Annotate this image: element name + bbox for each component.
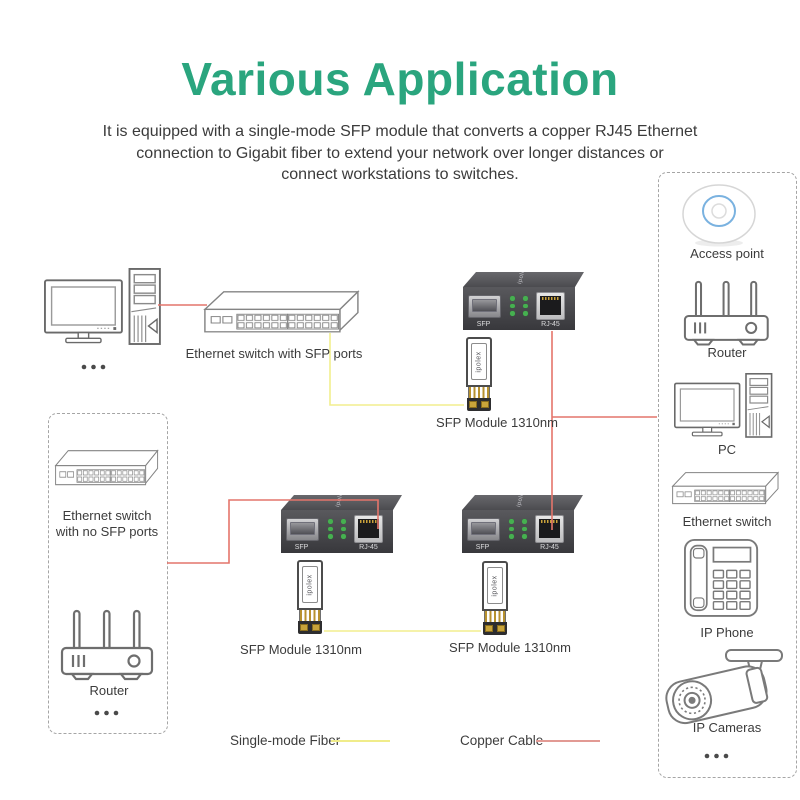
sidebar-label-ip-cameras: IP Cameras [692, 720, 762, 735]
converter-top-face: ipolex [281, 495, 402, 510]
rj45-port-label: RJ-45 [359, 544, 378, 551]
sfp-module-body: ipolex [297, 560, 323, 610]
rj45-port-label: RJ-45 [540, 544, 559, 551]
media-converter-bottom-left: ipolex SFP RJ-45 [281, 495, 403, 555]
left-switch-label-line-2: with no SFP ports [55, 524, 159, 539]
legend-fiber-label: Single-mode Fiber [230, 733, 341, 748]
sfp-module-pins [299, 610, 321, 621]
sfp-module-connector [467, 398, 491, 411]
sfp-port [467, 518, 500, 541]
brand-text: ipolex [475, 351, 483, 373]
led-indicators-icon [510, 296, 529, 316]
sidebar-label-ethernet-switch: Ethernet switch [682, 514, 772, 529]
rj45-port-label: RJ-45 [541, 321, 560, 328]
description-line-3: connect workstations to switches. [281, 166, 519, 183]
sfp-module-top-label: SFP Module 1310nm [436, 415, 558, 430]
left-switch-label: Ethernet switch with no SFP ports [56, 508, 158, 540]
left-switch-label-line-1: Ethernet switch [62, 508, 152, 523]
media-converter-bottom-right: ipolex SFP RJ-45 [462, 495, 584, 555]
right-device-group-box [658, 172, 797, 778]
ellipsis-dots-icon [81, 364, 106, 370]
sidebar-label-ip-phone: IP Phone [700, 625, 754, 640]
sfp-module-pins [468, 387, 490, 398]
converter-front-face: SFP RJ-45 [463, 287, 575, 330]
sfp-module-bottom-left: ipolex [297, 560, 323, 634]
brand-text: ipolex [306, 574, 314, 596]
sidebar-label-access-point: Access point [690, 246, 764, 261]
converter-top-face: ipolex [463, 272, 584, 287]
sidebar-label-router: Router [707, 345, 747, 360]
sfp-module-bottom-right: ipolex [482, 561, 508, 635]
brand-text: ipolex [516, 488, 527, 508]
brand-text: ipolex [335, 488, 346, 508]
sfp-module-connector [298, 621, 322, 634]
left-device-group-box [48, 413, 168, 734]
top-switch-label: Ethernet switch with SFP ports [185, 346, 363, 361]
sfp-module-top: ipolex [466, 337, 492, 411]
page-description: It is equipped with a single-mode SFP mo… [0, 121, 800, 186]
sfp-module-bottom-right-label: SFP Module 1310nm [449, 640, 571, 655]
brand-text: ipolex [517, 265, 528, 285]
ethernet-switch-sfp-icon [204, 291, 359, 333]
sfp-port-label: SFP [475, 544, 490, 551]
sfp-port [468, 295, 501, 318]
converter-top-face: ipolex [462, 495, 583, 510]
sfp-module-pins [484, 611, 506, 622]
fiber-line-switch-to-module [329, 333, 464, 406]
description-line-2: connection to Gigabit fiber to extend yo… [136, 144, 664, 162]
sfp-module-connector [483, 622, 507, 635]
desktop-pc-icon [44, 268, 161, 345]
sfp-module-body: ipolex [466, 337, 492, 387]
legend-fiber-line [331, 740, 390, 742]
rj45-port [354, 515, 383, 543]
led-indicators-icon [509, 519, 528, 539]
sfp-port-label: SFP [294, 544, 309, 551]
sidebar-label-pc: PC [717, 442, 737, 457]
brand-text: ipolex [491, 575, 499, 597]
legend-copper-line [536, 740, 600, 742]
sfp-port-label: SFP [476, 321, 491, 328]
converter-front-face: SFP RJ-45 [281, 510, 393, 553]
page-title: Various Application [181, 53, 619, 105]
sfp-module-body: ipolex [482, 561, 508, 611]
legend-copper-label: Copper Cable [460, 733, 544, 748]
rj45-port [535, 515, 564, 543]
sfp-module-bottom-left-label: SFP Module 1310nm [240, 642, 362, 657]
left-router-label: Router [89, 683, 129, 698]
description-line-1: It is equipped with a single-mode SFP mo… [102, 123, 698, 140]
sfp-port [286, 518, 319, 541]
rj45-port [536, 292, 565, 320]
converter-front-face: SFP RJ-45 [462, 510, 574, 553]
media-converter-top: ipolex SFP RJ-45 [463, 272, 585, 332]
led-indicators-icon [328, 519, 347, 539]
